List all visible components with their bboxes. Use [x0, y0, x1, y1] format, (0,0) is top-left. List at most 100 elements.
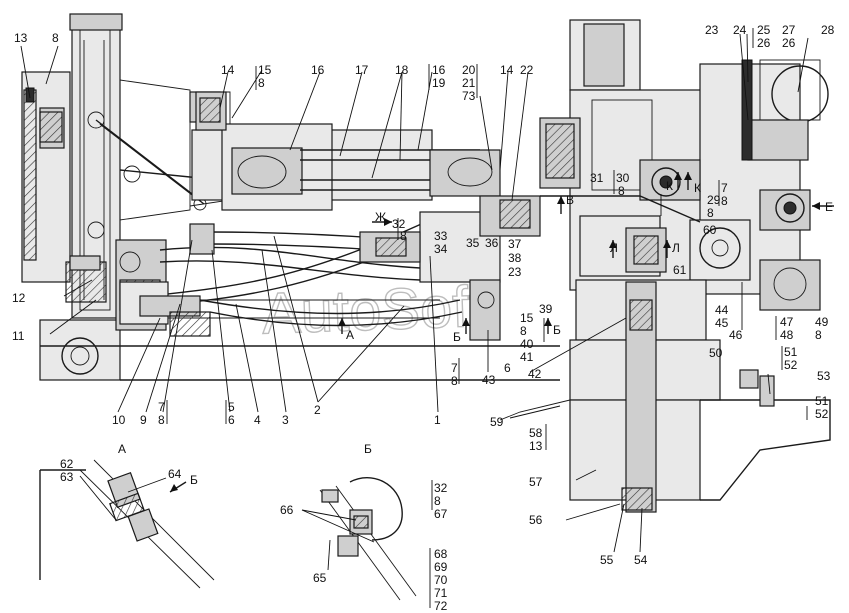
callout-51: 51 [784, 345, 798, 359]
radiator-assembly [21, 13, 207, 319]
callout-69: 69 [434, 560, 448, 574]
marker-bars [166, 28, 808, 608]
callout-67: 67 [434, 507, 448, 521]
callout-73: 73 [462, 89, 476, 103]
gearbox-housing [539, 19, 829, 311]
callout-42: 42 [528, 367, 542, 381]
callout-8: 8 [52, 31, 59, 45]
callout-17: 17 [355, 63, 369, 77]
callout-59: 59 [490, 415, 504, 429]
callout-25: 25 [757, 23, 771, 37]
callout-36: 36 [485, 236, 499, 250]
callout-labels: 13 8 14 15 8 16 17 18 16 19 20 21 73 14 … [12, 23, 835, 613]
marker-v: В [566, 193, 574, 207]
callout-33: 33 [434, 229, 448, 243]
callout-24: 24 [733, 23, 747, 37]
callout-8: 8 [451, 374, 458, 388]
callout-48: 48 [780, 328, 794, 342]
watermark: AutoSoft [261, 274, 486, 347]
callout-5: 5 [228, 400, 235, 414]
callout-61: 61 [673, 263, 687, 277]
callout-72: 72 [434, 599, 448, 613]
callout-20: 20 [462, 63, 476, 77]
callout-62: 62 [60, 457, 74, 471]
callout-38: 38 [508, 251, 522, 265]
callout-52: 52 [784, 358, 798, 372]
marker-b: Б [190, 473, 198, 487]
callout-30: 30 [616, 171, 630, 185]
callout-39: 39 [539, 302, 553, 316]
callout-66: 66 [280, 503, 294, 517]
callout-47: 47 [780, 315, 794, 329]
callout-71: 71 [434, 586, 448, 600]
callout-8: 8 [707, 206, 714, 220]
callout-28: 28 [821, 23, 835, 37]
marker-b: Б [553, 323, 561, 337]
callout-13: 13 [14, 31, 28, 45]
marker-b: Б [453, 330, 461, 344]
callout-57: 57 [529, 475, 543, 489]
callout-12: 12 [12, 291, 26, 305]
callout-8: 8 [258, 76, 265, 90]
callout-58: 58 [529, 426, 543, 440]
callout-11: 11 [12, 329, 25, 343]
callout-44: 44 [715, 303, 729, 317]
section-a-title: А [118, 442, 126, 456]
marker-l: Л [672, 241, 680, 255]
view-arrows [169, 172, 834, 493]
callout-51: 51 [815, 394, 829, 408]
callout-68: 68 [434, 547, 448, 561]
marker-k: К [694, 181, 701, 195]
callout-8: 8 [434, 494, 441, 508]
callout-32: 32 [392, 217, 406, 231]
callout-7: 7 [158, 400, 165, 414]
callout-29: 29 [707, 193, 721, 207]
callout-23: 23 [508, 265, 522, 279]
cardan-shaft-assembly [191, 91, 501, 211]
callout-1: 1 [434, 413, 441, 427]
callout-14: 14 [500, 63, 514, 77]
callout-18: 18 [395, 63, 409, 77]
callout-40: 40 [520, 337, 534, 351]
marker-e: Е [825, 200, 833, 214]
callout-8: 8 [815, 328, 822, 342]
detail-view-b [319, 477, 417, 601]
callout-6: 6 [504, 361, 511, 375]
callout-31: 31 [590, 171, 604, 185]
callout-63: 63 [60, 470, 74, 484]
callout-8: 8 [158, 413, 165, 427]
rear-axle-housing [499, 279, 831, 513]
callout-3: 3 [282, 413, 289, 427]
callout-64: 64 [168, 467, 182, 481]
marker-k: К [666, 179, 673, 193]
callout-26: 26 [757, 36, 771, 50]
callout-53: 53 [817, 369, 831, 383]
callout-4: 4 [254, 413, 261, 427]
callout-56: 56 [529, 513, 543, 527]
callout-13: 13 [529, 439, 543, 453]
callout-19: 19 [432, 76, 446, 90]
callout-49: 49 [815, 315, 829, 329]
callout-52: 52 [815, 407, 829, 421]
callout-32: 32 [434, 481, 448, 495]
callout-15: 15 [520, 311, 534, 325]
callout-10: 10 [112, 413, 126, 427]
callout-9: 9 [140, 413, 147, 427]
callout-8: 8 [721, 194, 728, 208]
callout-7: 7 [721, 181, 728, 195]
marker-a: А [346, 328, 354, 342]
callout-70: 70 [434, 573, 448, 587]
callout-37: 37 [508, 237, 522, 251]
marker-l: Л [610, 241, 618, 255]
callout-54: 54 [634, 553, 648, 567]
callout-8: 8 [520, 324, 527, 338]
callout-46: 46 [729, 328, 743, 342]
marker-zh: Ж [375, 210, 386, 224]
callout-35: 35 [466, 236, 480, 250]
leader-lines [20, 33, 809, 571]
callout-14: 14 [221, 63, 235, 77]
callout-7: 7 [451, 361, 458, 375]
callout-21: 21 [462, 76, 476, 90]
callout-50: 50 [709, 346, 723, 360]
